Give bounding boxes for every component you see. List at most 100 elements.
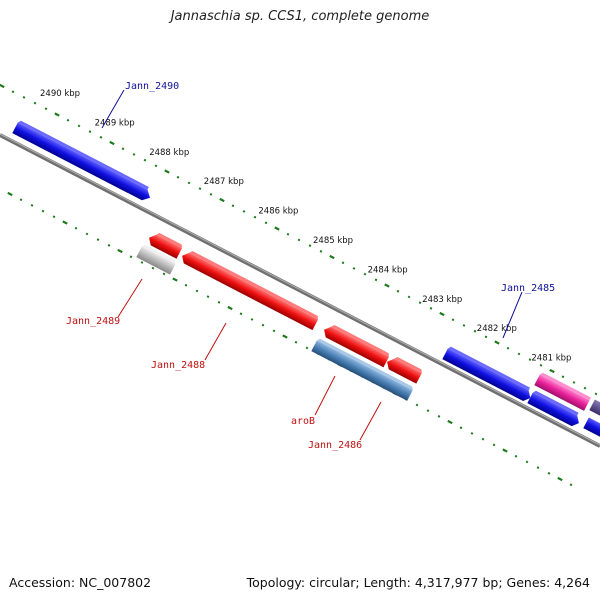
ruler-major-tick: [219, 197, 225, 203]
ruler-minor-tick: [195, 289, 199, 293]
ruler-minor-tick: [253, 215, 257, 219]
ruler-tick-label: 2486 kbp: [258, 207, 298, 217]
ruler-minor-tick: [242, 210, 246, 213]
ruler-minor-tick: [143, 158, 147, 162]
ruler-major-tick: [7, 191, 13, 197]
ruler-minor-tick: [572, 381, 576, 384]
ruler-minor-tick: [484, 335, 488, 339]
label-jann-2488: Jann_2488: [151, 360, 205, 371]
label-arob: aroB: [291, 416, 315, 427]
ruler-minor-tick: [363, 272, 367, 276]
ruler-minor-tick: [209, 193, 213, 196]
ruler-minor-tick: [418, 301, 422, 304]
ruler-minor-tick: [250, 318, 254, 321]
ruler-major-tick: [447, 419, 453, 425]
ruler-minor-tick: [187, 181, 191, 185]
ruler-minor-tick: [74, 226, 78, 230]
ruler-minor-tick: [415, 403, 419, 407]
gene-jann-2484-pink[interactable]: [534, 372, 591, 411]
ruler-minor-tick: [19, 198, 23, 202]
ruler-tick-label: 2489 kbp: [95, 118, 135, 128]
label-jann-2486: Jann_2486: [308, 440, 362, 451]
ruler-minor-tick: [33, 101, 37, 105]
accession-text: Accession: NC_007802: [9, 575, 152, 590]
gene-edge-purple[interactable]: [589, 399, 600, 420]
ruler-major-tick: [274, 226, 280, 231]
ruler-major-tick: [557, 476, 563, 482]
ruler-major-tick: [62, 220, 68, 225]
ruler-minor-tick: [85, 232, 89, 236]
topology-summary: Topology: circular; Length: 4,317,977 bp…: [246, 575, 590, 590]
ruler-tick-label: 2485 kbp: [313, 236, 353, 246]
ruler-minor-tick: [429, 307, 433, 310]
ruler-minor-tick: [525, 460, 529, 464]
gene-arob-red[interactable]: [321, 322, 390, 368]
ruler-minor-tick: [481, 437, 485, 441]
gene-jann-2485[interactable]: [442, 346, 534, 403]
ruler-major-tick: [439, 311, 445, 317]
ruler-minor-tick: [41, 209, 45, 213]
ruler-major-tick: [502, 448, 508, 453]
ruler-minor-tick: [514, 454, 518, 458]
ruler-minor-tick: [176, 175, 180, 179]
ruler-minor-tick: [297, 238, 301, 242]
ruler-tick-label: 2488 kbp: [149, 148, 189, 158]
gene-small-red[interactable]: [146, 230, 183, 259]
ruler-major-tick: [227, 305, 233, 311]
ruler-tick-label: 2481 kbp: [531, 354, 571, 364]
ruler-minor-tick: [206, 295, 210, 298]
ruler-minor-tick: [294, 340, 298, 344]
ruler-minor-tick: [517, 352, 521, 356]
ruler-minor-tick: [407, 295, 411, 299]
ruler-minor-tick: [66, 118, 70, 122]
gene-jann-2488[interactable]: [179, 248, 319, 331]
gene-edge-blue[interactable]: [583, 417, 600, 438]
ruler-tick-label: 2482 kbp: [477, 324, 517, 334]
ruler-minor-tick: [272, 329, 276, 333]
ruler-minor-tick: [96, 238, 100, 241]
ruler-minor-tick: [462, 324, 466, 327]
ruler-minor-tick: [492, 443, 496, 447]
ruler-major-tick: [164, 169, 170, 174]
ruler-major-tick: [0, 83, 5, 89]
ruler-minor-tick: [374, 278, 378, 282]
ruler-minor-tick: [396, 289, 400, 293]
ruler-minor-tick: [286, 232, 290, 236]
ruler-minor-tick: [217, 301, 221, 304]
ruler-minor-tick: [341, 261, 345, 265]
ruler-minor-tick: [44, 107, 48, 111]
ruler-minor-tick: [184, 283, 188, 287]
gene-jann-2489[interactable]: [136, 244, 177, 275]
gene-jann-2486[interactable]: [311, 338, 414, 401]
ruler-minor-tick: [470, 432, 474, 435]
ruler-minor-tick: [88, 130, 92, 133]
ruler-minor-tick: [539, 364, 543, 367]
gene-jann-2483[interactable]: [527, 390, 583, 429]
ruler-major-tick: [172, 277, 178, 282]
gene-jann-2487[interactable]: [384, 354, 423, 384]
ruler-minor-tick: [594, 392, 598, 396]
genome-backbone: [0, 133, 600, 448]
ruler-minor-tick: [528, 358, 532, 361]
ruler-major-tick: [494, 340, 500, 345]
genome-backbone-highlight: [0, 133, 600, 446]
ruler-major-tick: [117, 248, 123, 254]
ruler-minor-tick: [52, 215, 56, 219]
ruler-minor-tick: [107, 244, 111, 247]
ruler-minor-tick: [140, 261, 144, 264]
label-jann-2490: Jann_2490: [125, 81, 179, 92]
ruler-minor-tick: [308, 244, 312, 247]
ruler-minor-tick: [162, 272, 166, 276]
gene-jann-2490[interactable]: [12, 120, 154, 203]
ruler-major-tick: [329, 254, 335, 260]
ruler-minor-tick: [437, 415, 441, 418]
ruler-minor-tick: [426, 409, 430, 412]
label-jann-2489: Jann_2489: [66, 316, 120, 327]
ruler-minor-tick: [459, 426, 463, 430]
ruler-tick-label: 2484 kbp: [368, 265, 408, 275]
ruler-minor-tick: [77, 124, 81, 128]
ruler-minor-tick: [129, 255, 133, 259]
ruler-tick-label: 2490 kbp: [40, 89, 80, 99]
